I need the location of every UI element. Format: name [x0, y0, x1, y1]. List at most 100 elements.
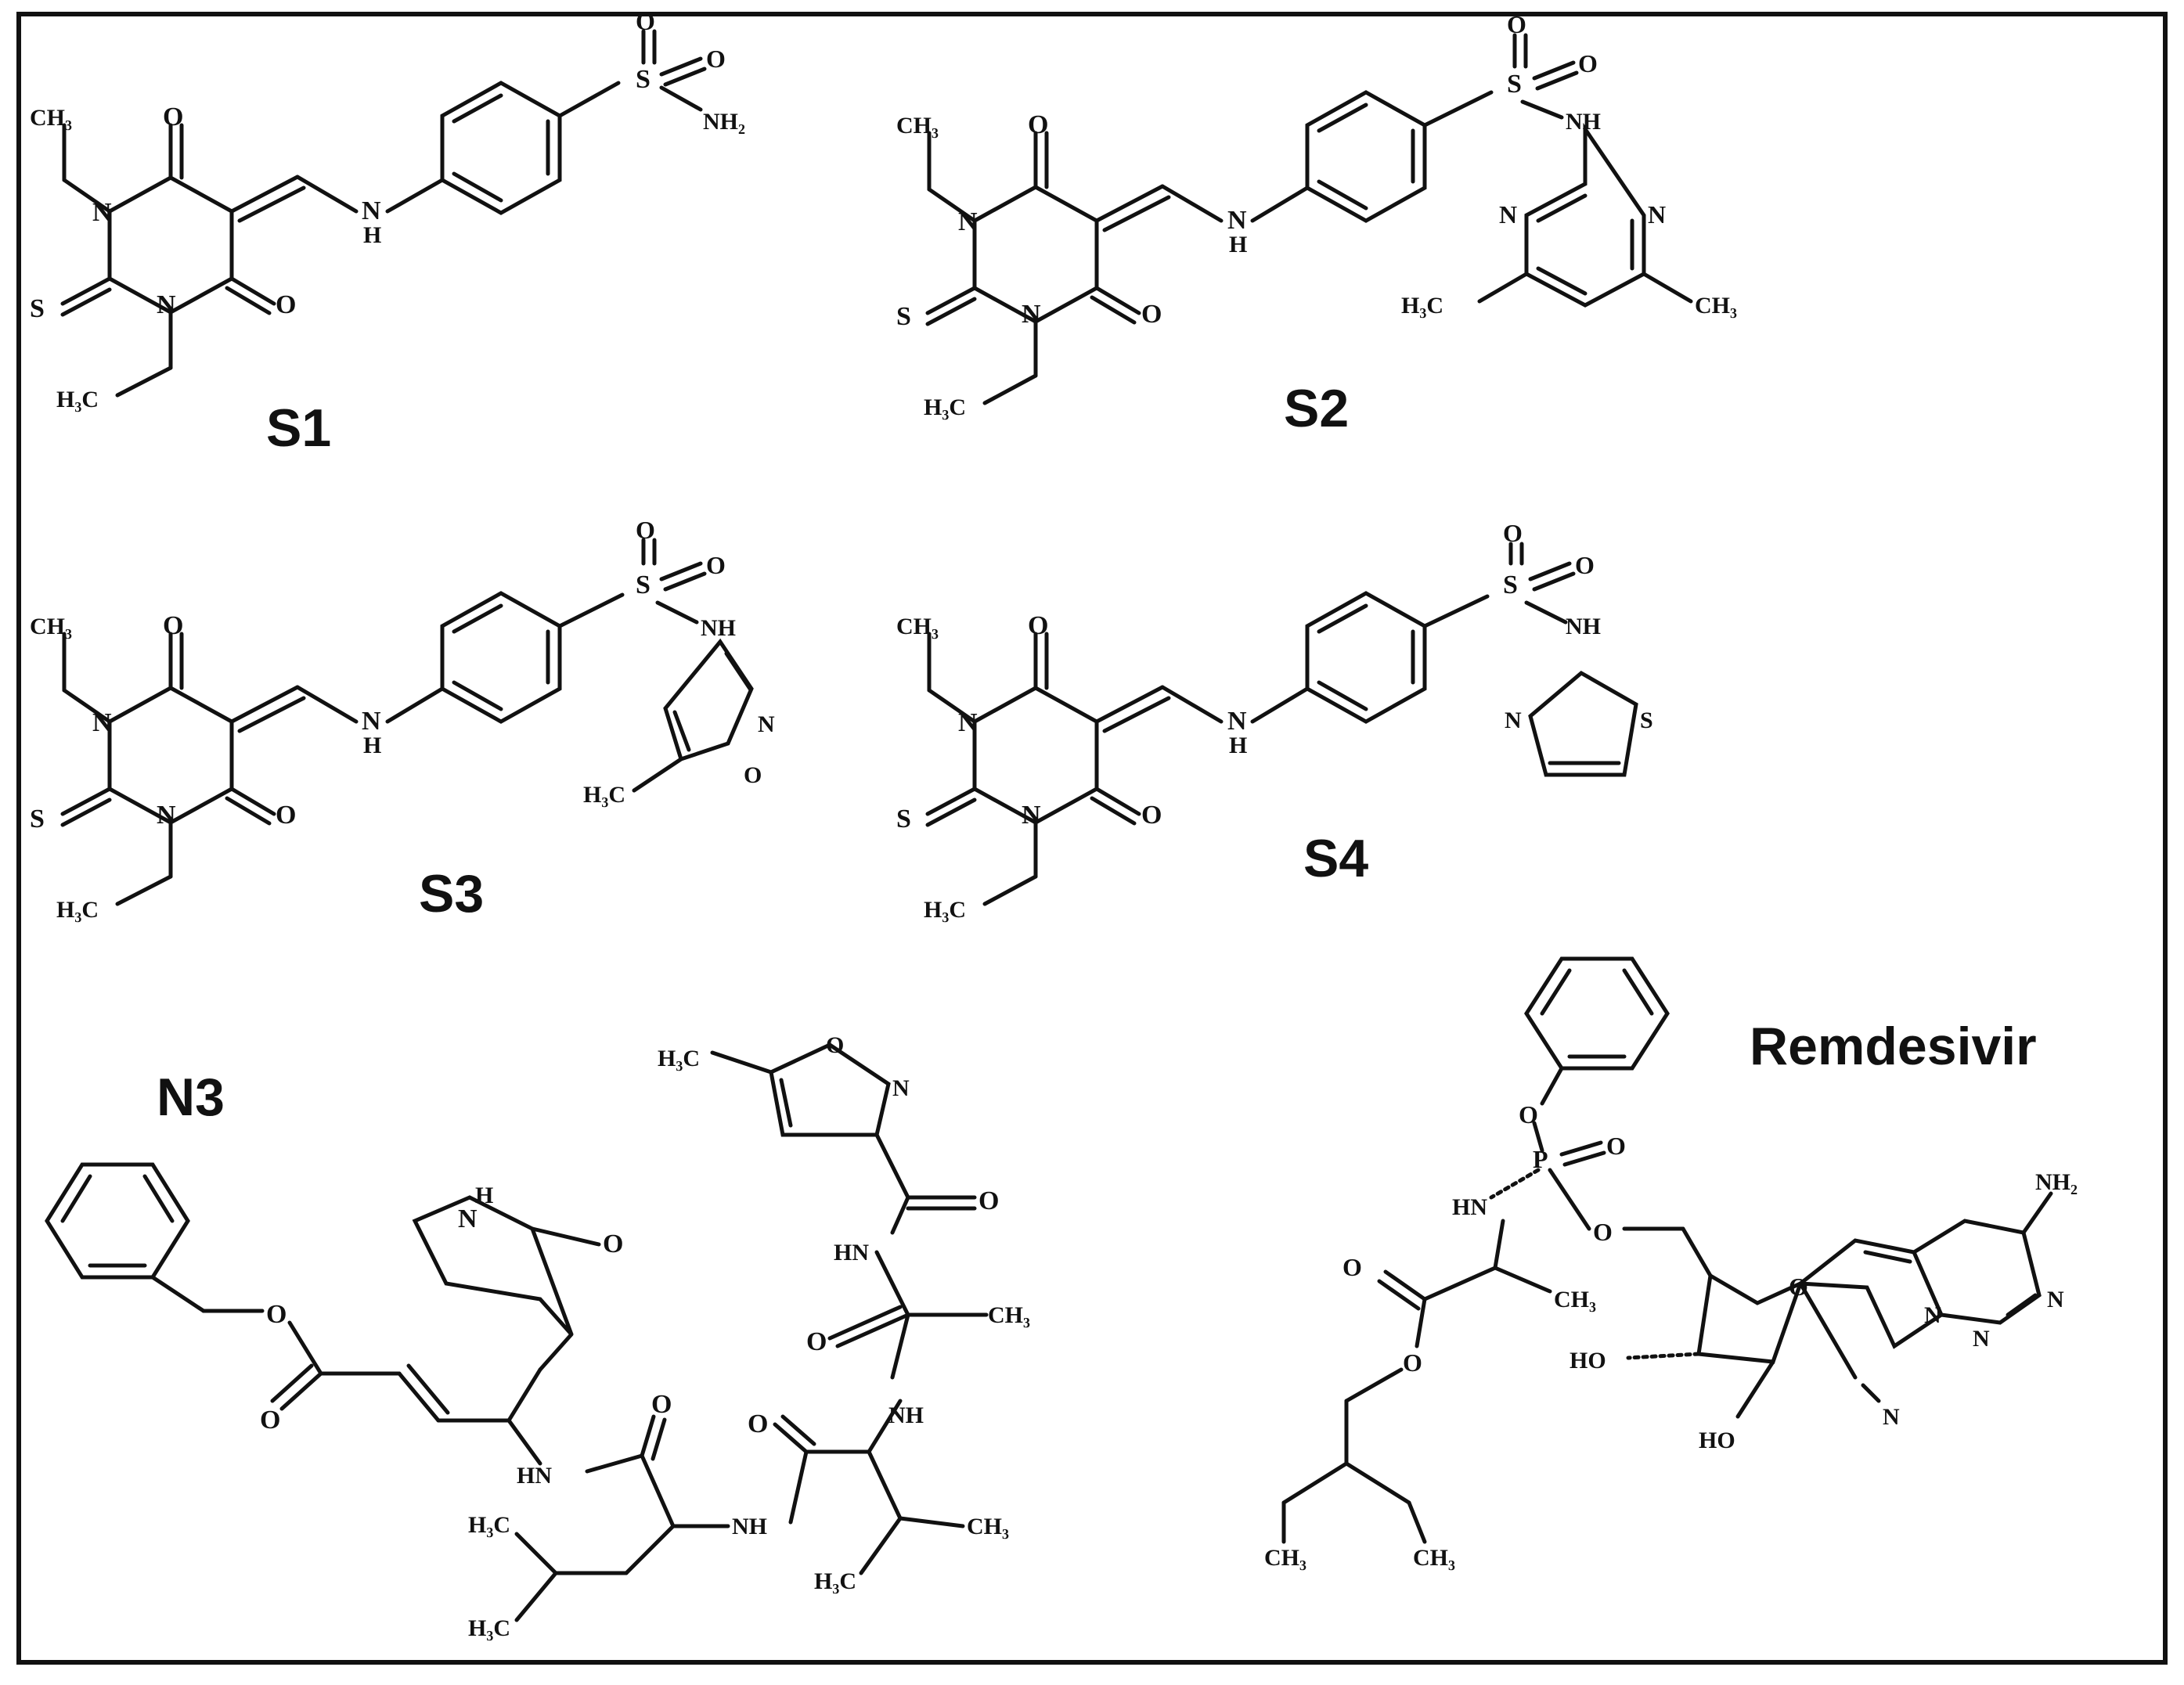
s3-label-nh-n: N: [362, 707, 381, 736]
s3-label-o-bottom: O: [276, 801, 296, 830]
s2-label-h3c: H₃C: [924, 394, 966, 420]
compound-s1: CH₃ O N S N O H₃C N H S O O NH₂ S1: [30, 7, 745, 458]
remdesivir-label-ch3-alanine: CH₃: [1554, 1287, 1596, 1312]
s2-label-ch3-ring: CH₃: [1695, 293, 1737, 319]
s2-label-ch3: CH₃: [896, 113, 939, 139]
compound-s2: CH₃ O N S N O H₃C N H S O O NH N N H₃C C…: [896, 10, 1737, 438]
remdesivir-label-n-nitrile: N: [1883, 1404, 1900, 1430]
figure-border: [16, 12, 2168, 1665]
n3-label-nh-2: NH: [888, 1402, 924, 1428]
s3-label-o1: O: [636, 516, 655, 544]
remdesivir-label-nh2: NH₂: [2035, 1169, 2078, 1195]
s4-label-n-bottom: N: [1022, 801, 1041, 830]
s3-label-o2: O: [706, 551, 726, 579]
n3-label-h3c-valine: H₃C: [814, 1568, 856, 1594]
s2-label-sulfur: S: [1507, 70, 1522, 99]
s2-label-o-top: O: [1028, 110, 1048, 139]
s3-label-s: S: [30, 805, 45, 833]
s2-label-o2: O: [1578, 49, 1598, 77]
s1-label-o2: O: [706, 45, 726, 73]
caption-s1: S1: [266, 398, 331, 458]
s3-label-h3c: H₃C: [56, 897, 99, 923]
s2-label-n-left: N: [1499, 200, 1517, 229]
s2-label-o-bottom: O: [1141, 300, 1162, 329]
remdesivir-label-p: P: [1533, 1145, 1548, 1173]
caption-n3: N3: [157, 1068, 225, 1127]
remdesivir-label-o-phenoxy: O: [1519, 1100, 1538, 1129]
remdesivir-label-n-right: N: [2047, 1287, 2064, 1312]
s4-label-sulfur: S: [1503, 571, 1518, 599]
compound-n3: N3: [45, 1032, 1030, 1641]
s2-label-nh: NH: [1566, 109, 1601, 135]
s2-label-n-bottom: N: [1022, 300, 1041, 329]
n3-label-ch3-valine: CH₃: [967, 1514, 1009, 1539]
s1-label-nh-n: N: [362, 196, 381, 225]
n3-label-o-lactam: O: [603, 1230, 623, 1258]
remdesivir-label-ho-2: HO: [1699, 1428, 1735, 1453]
s4-label-s: S: [896, 805, 911, 833]
s1-label-s: S: [30, 294, 45, 323]
s3-label-sulfur: S: [636, 571, 651, 599]
n3-label-o-amide-4: O: [978, 1186, 999, 1215]
n3-label-ch3-alanine: CH₃: [988, 1302, 1030, 1328]
s2-label-o1: O: [1507, 10, 1526, 38]
remdesivir-label-o-ring: O: [1789, 1273, 1808, 1301]
n3-label-n-isoxazole: N: [892, 1075, 910, 1101]
s3-label-n-top: N: [92, 708, 112, 737]
s4-label-ch3: CH₃: [896, 614, 939, 639]
s2-label-s: S: [896, 302, 911, 331]
compound-s3: CH₃ O N S N O H₃C N H S O O NH N O H₃C S…: [30, 516, 775, 924]
s4-label-n-top: N: [958, 708, 978, 737]
n3-label-o-carbonyl: O: [260, 1406, 280, 1435]
compound-s4: CH₃ O N S N O H₃C N H S O O NH N S S4: [896, 519, 1653, 923]
s1-label-o-top: O: [163, 103, 183, 131]
caption-remdesivir: Remdesivir: [1750, 1017, 2037, 1076]
n3-label-h3c-isoxazole: H₃C: [658, 1046, 700, 1071]
s3-label-o-ring: O: [744, 762, 762, 788]
n3-label-n-lactam: N: [458, 1204, 478, 1233]
s1-label-n-top: N: [92, 198, 112, 227]
s2-label-nh-n: N: [1227, 206, 1247, 235]
remdesivir-label-o-link: O: [1593, 1218, 1613, 1246]
remdesivir-label-o-carbonyl: O: [1342, 1253, 1362, 1281]
remdesivir-label-hn: HN: [1452, 1194, 1487, 1220]
s3-label-n-bottom: N: [157, 801, 176, 830]
n3-label-o-amide-3: O: [806, 1327, 827, 1356]
remdesivir-label-n-lower: N: [1973, 1326, 1990, 1352]
n3-label-o-isoxazole: O: [826, 1032, 844, 1058]
s3-label-n-ring: N: [758, 711, 775, 737]
remdesivir-label-ch3-right: CH₃: [1413, 1545, 1455, 1571]
s3-label-o-top: O: [163, 611, 183, 640]
n3-label-o-ester: O: [266, 1300, 287, 1329]
s3-label-ch3: CH₃: [30, 614, 72, 639]
caption-s4: S4: [1303, 829, 1368, 888]
n3-label-hn-2: HN: [834, 1240, 869, 1266]
s2-label-h3c-ring: H₃C: [1401, 293, 1443, 319]
n3-label-h3c-1: H₃C: [468, 1512, 510, 1538]
caption-s3: S3: [419, 864, 484, 924]
s1-label-nh2: NH₂: [703, 109, 745, 135]
s1-label-o-bottom: O: [276, 290, 296, 319]
s1-label-ch3: CH₃: [30, 105, 72, 131]
s1-label-o1: O: [636, 7, 655, 35]
s4-label-o-top: O: [1028, 611, 1048, 640]
n3-label-hn-1: HN: [517, 1463, 552, 1489]
s2-label-n-right: N: [1648, 200, 1666, 229]
remdesivir-label-o-ester: O: [1403, 1348, 1422, 1377]
s4-label-s-ring: S: [1640, 707, 1653, 733]
s1-label-nh-h: H: [363, 222, 381, 248]
s3-label-h3c-ring: H₃C: [583, 782, 625, 808]
s4-label-o1: O: [1503, 519, 1523, 547]
remdesivir-label-o-double: O: [1606, 1132, 1626, 1160]
s4-label-o2: O: [1575, 551, 1595, 579]
n3-label-nh-1: NH: [732, 1514, 767, 1539]
s4-label-h3c: H₃C: [924, 897, 966, 923]
s3-label-nh-h: H: [363, 733, 381, 758]
s1-label-n-bottom: N: [157, 290, 176, 319]
remdesivir-label-n-bridge: N: [1924, 1302, 1941, 1328]
n3-label-o-amide-1: O: [651, 1390, 672, 1419]
s4-label-nh-h: H: [1229, 733, 1247, 758]
s2-label-n-top: N: [958, 207, 978, 236]
s4-label-o-bottom: O: [1141, 801, 1162, 830]
